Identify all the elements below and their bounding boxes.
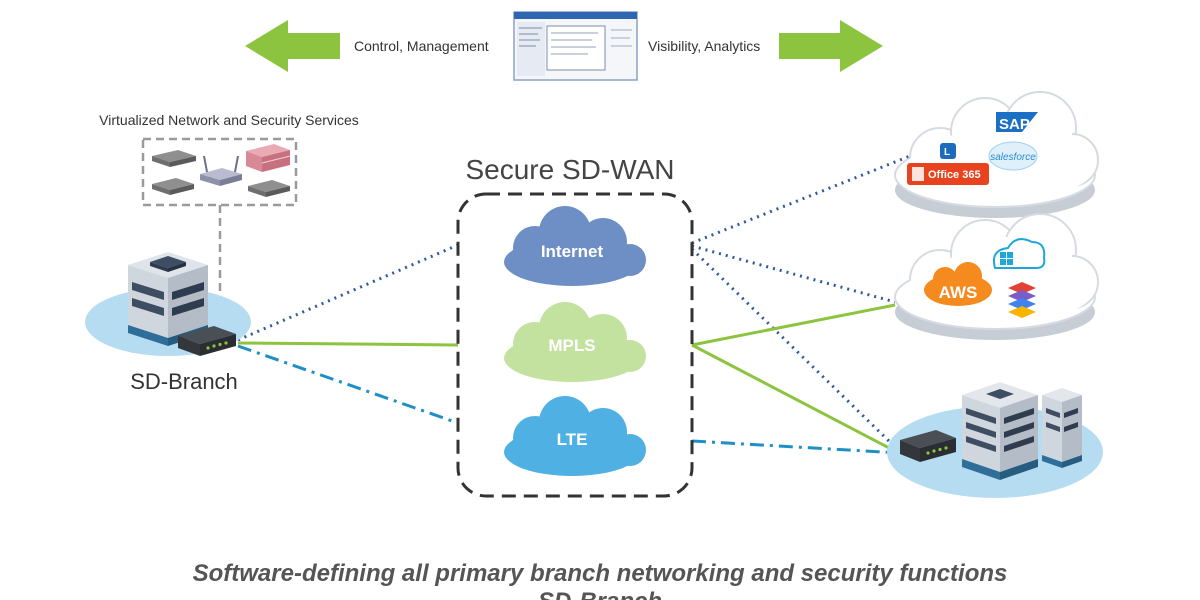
mpls-label: MPLS (548, 336, 595, 355)
right-arrow (779, 20, 883, 72)
lte-label: LTE (557, 430, 588, 449)
virtual-firewall-icon (246, 144, 291, 172)
virtual-switch-icon (248, 180, 290, 197)
secure-sdwan-title: Secure SD-WAN (465, 154, 674, 185)
lync-icon (940, 143, 956, 159)
branch-mpls-link (237, 341, 459, 347)
caption-line-1: Software-defining all primary branch net… (193, 560, 1008, 587)
virtual-wifi-router-icon (200, 155, 242, 186)
aws-logo: AWS (924, 262, 992, 306)
office365-logo-text: Office 365 (928, 169, 981, 181)
virtualized-services-box (141, 137, 298, 207)
management-console-screenshot (513, 11, 638, 81)
mpls-cloud: MPLS (504, 302, 646, 382)
branch-internet-link (237, 243, 459, 342)
left-arrow (245, 20, 340, 72)
branch-router-icon (178, 326, 236, 356)
lte-datacenter-link (691, 439, 901, 455)
sd-branch-site (85, 252, 251, 356)
datacenter-building-icon (962, 382, 1038, 480)
virtual-switch-icon (152, 150, 196, 167)
saas-cloud: SAP Office 365 L salesforce (894, 91, 1099, 218)
sap-logo-text: SAP (999, 116, 1030, 133)
azure-logo (992, 238, 1046, 269)
internet-saas-link (691, 148, 926, 245)
internet-iaas-link (691, 244, 896, 304)
visibility-analytics-label: Visibility, Analytics (648, 38, 760, 54)
datacenter-router-icon (900, 430, 956, 462)
mpls-iaas-link (691, 303, 896, 347)
wan-links (237, 148, 926, 455)
svg-text:L: L (944, 147, 950, 158)
branch-building-icon (128, 252, 208, 346)
sap-logo: SAP (996, 112, 1038, 133)
virtualized-services-title: Virtualized Network and Security Service… (99, 112, 359, 128)
salesforce-logo: salesforce (988, 141, 1038, 171)
sd-branch-label: SD-Branch (130, 369, 238, 394)
internet-label: Internet (541, 242, 604, 261)
mpls-datacenter-link (691, 343, 894, 452)
internet-cloud: Internet (504, 206, 646, 286)
google-cloud-logo (1008, 282, 1036, 318)
branch-lte-link (237, 344, 459, 425)
datacenter-building-small-icon (1042, 388, 1082, 468)
internet-datacenter-link (690, 247, 895, 447)
control-management-label: Control, Management (354, 38, 489, 54)
caption-line-2: SD-Branch (538, 588, 662, 600)
lte-cloud: LTE (504, 396, 646, 476)
virtual-switch-icon (152, 178, 194, 195)
aws-logo-text: AWS (939, 283, 978, 302)
salesforce-logo-text: salesforce (990, 152, 1036, 163)
iaas-cloud: AWS (894, 213, 1099, 340)
office365-logo: Office 365 L (907, 143, 989, 185)
secure-sdwan-box (456, 192, 694, 498)
datacenter-site (887, 382, 1103, 498)
